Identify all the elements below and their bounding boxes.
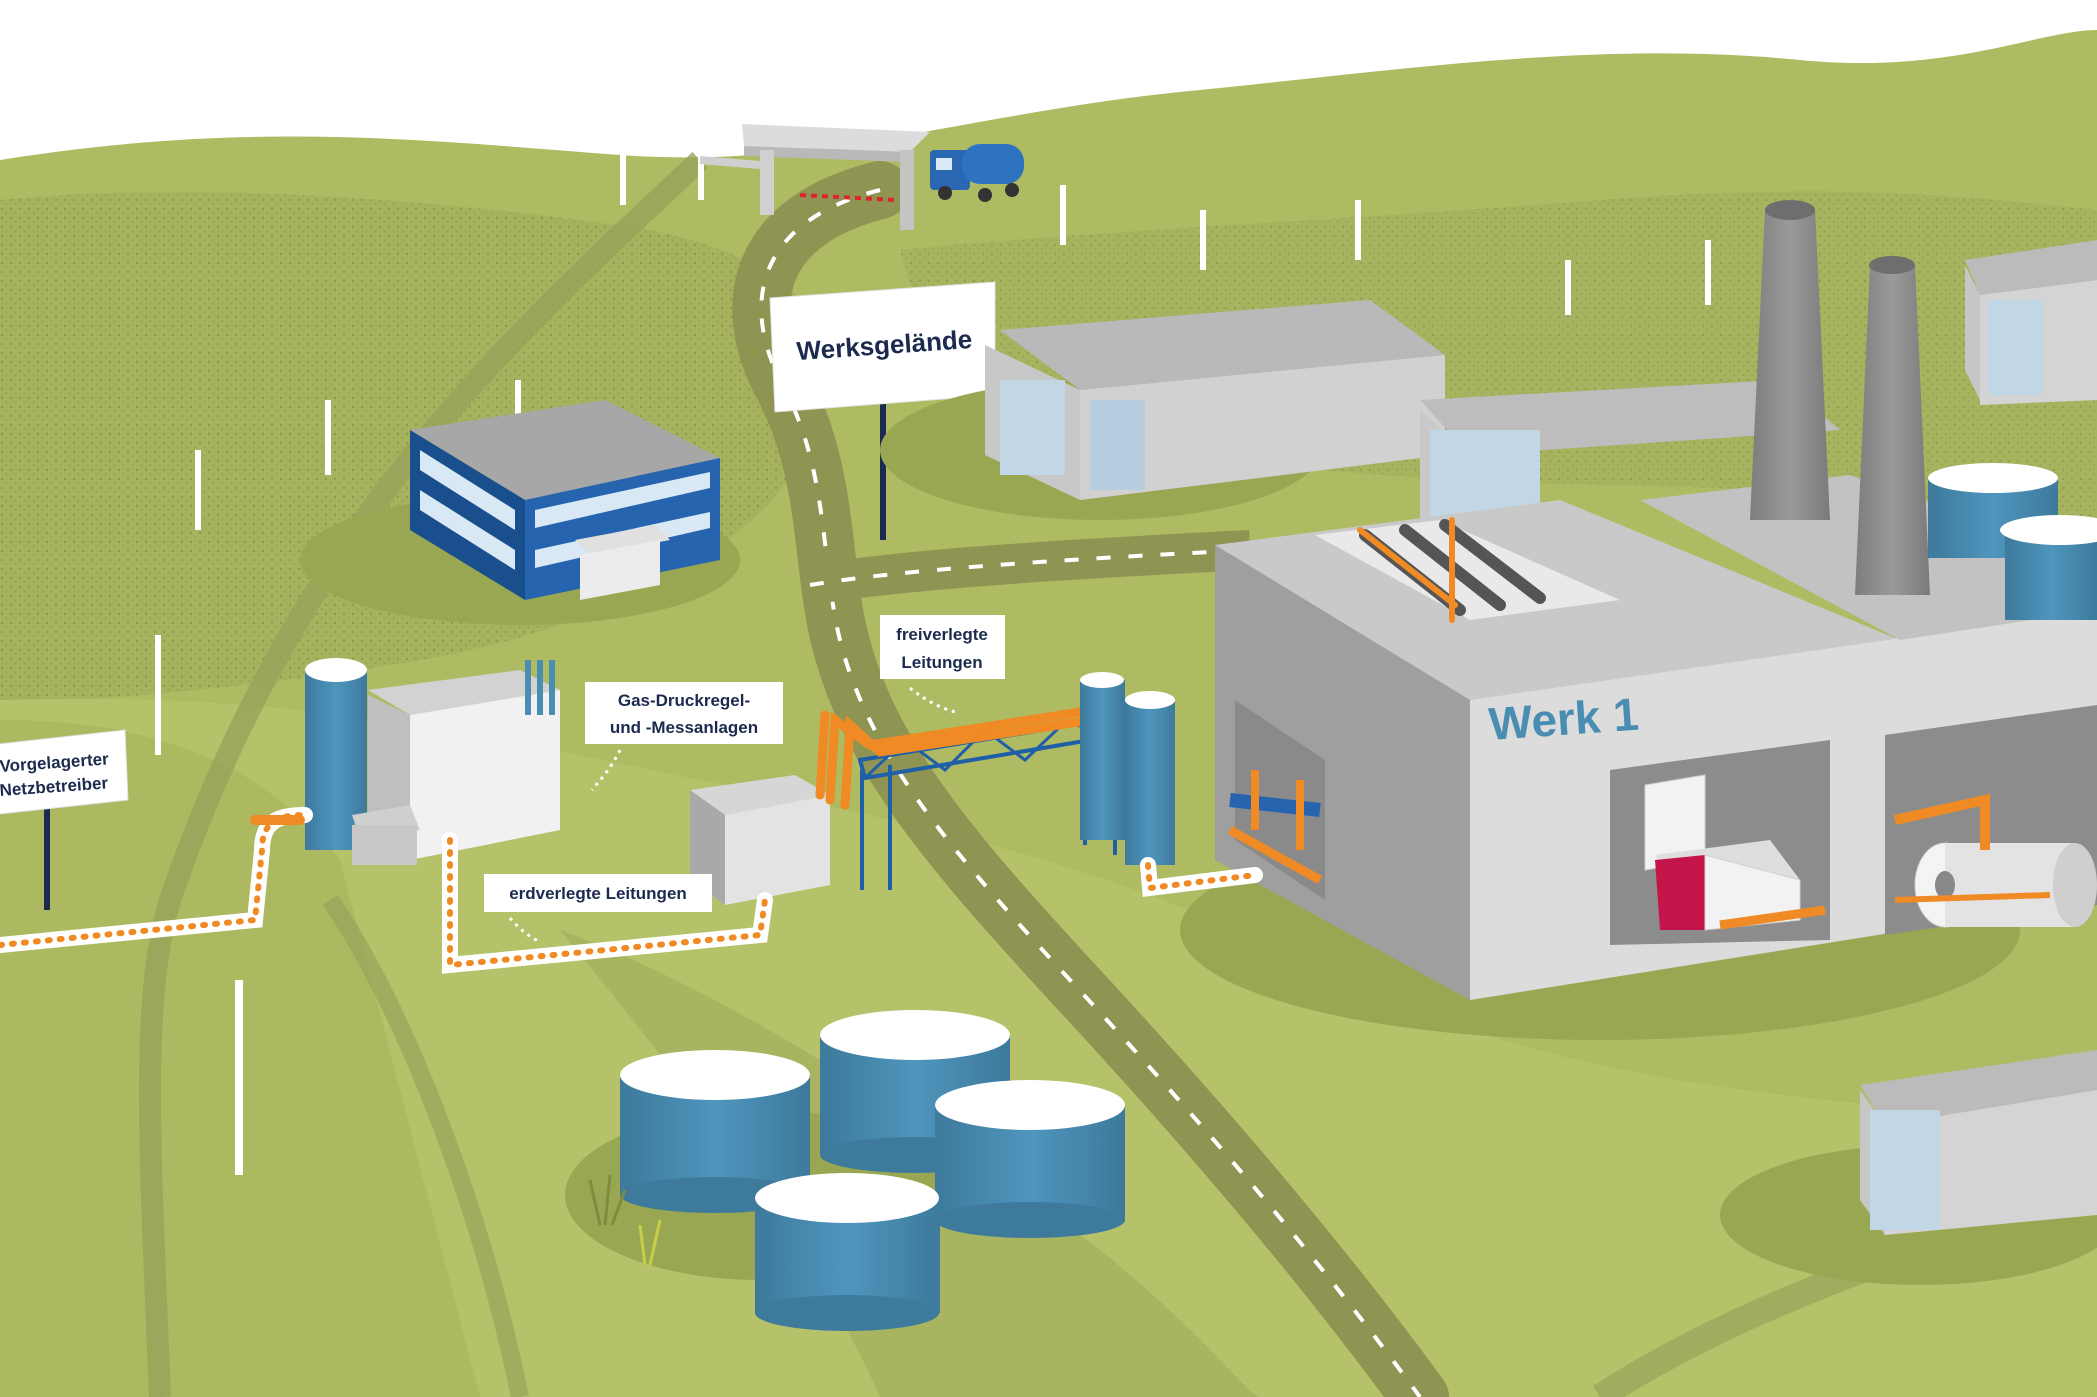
pipe-bridge bbox=[815, 672, 1175, 890]
grey-building-right bbox=[1965, 240, 2097, 405]
werk1-label: Werk 1 bbox=[1487, 688, 1640, 750]
roof-pipes bbox=[1357, 517, 1546, 623]
tank-3 bbox=[935, 1080, 1125, 1238]
tank-4 bbox=[755, 1173, 940, 1331]
grass-tufts bbox=[588, 1174, 662, 1266]
front-meadow bbox=[0, 698, 2097, 1397]
werksgelaende-sign: Werksgelände bbox=[769, 281, 996, 540]
main-road-centerline bbox=[759, 188, 1422, 1397]
freiverlegte-label-box: freiverlegte Leitungen bbox=[880, 615, 1005, 714]
chimneys bbox=[1750, 200, 1930, 595]
grey-building-bottom-right bbox=[1720, 1050, 2097, 1285]
right-tanks bbox=[1928, 463, 2097, 620]
dirt-track-2 bbox=[322, 894, 529, 1397]
boiler-unit bbox=[1644, 774, 1826, 931]
cylinder-unit bbox=[1893, 793, 2097, 928]
grey-warehouse bbox=[880, 300, 1445, 520]
gas-label-line1: Gas-Druckregel- bbox=[618, 691, 750, 710]
side-road-centerline bbox=[809, 548, 1251, 587]
gas-pressure-station bbox=[305, 658, 560, 865]
gas-label-box: Gas-Druckregel- und -Messanlagen bbox=[585, 682, 783, 791]
dirt-track-1 bbox=[139, 152, 708, 1397]
entrance-gate bbox=[699, 124, 930, 230]
roads bbox=[139, 152, 2097, 1397]
netzbetreiber-sign: Vorgelagerter Netzbetreiber bbox=[0, 729, 129, 910]
station-vents bbox=[525, 660, 555, 715]
werk1-power-plant: Werk 1 bbox=[1180, 200, 2097, 1040]
tank-cluster bbox=[565, 1010, 1125, 1331]
tanker-truck bbox=[930, 144, 1024, 202]
office-building bbox=[300, 400, 740, 625]
freiverlegte-label-line1: freiverlegte bbox=[896, 625, 988, 644]
erdverlegte-label-box: erdverlegte Leitungen bbox=[484, 874, 712, 944]
gas-inlet-pipes bbox=[1227, 770, 1323, 884]
underground-pipes bbox=[0, 807, 1263, 974]
tank-1 bbox=[620, 1050, 810, 1213]
gas-label-line2: und -Messanlagen bbox=[610, 718, 758, 737]
freiverlegte-label-line2: Leitungen bbox=[901, 653, 982, 672]
erdverlegte-label: erdverlegte Leitungen bbox=[509, 884, 687, 903]
